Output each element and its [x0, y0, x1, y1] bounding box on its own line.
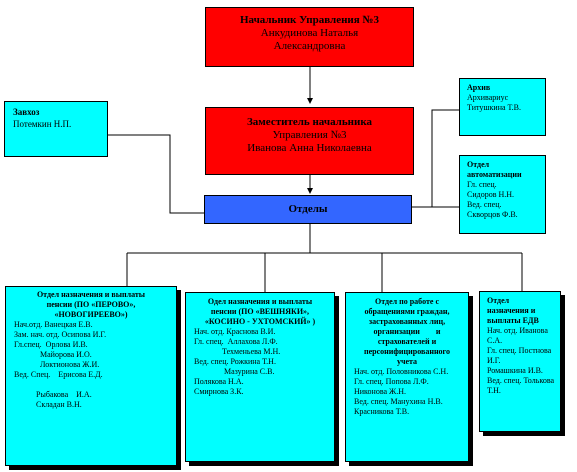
dept-3-line: Нач. отд. Половникова С.Н. [354, 367, 449, 376]
deputy-title: Заместитель начальника [247, 116, 372, 128]
archive-role: Архивариус [467, 93, 509, 102]
dept-1-line: Гл.спец. Орлова И.В. [14, 340, 88, 349]
dept-1-title: «НОВОГИРЕЕВО») [54, 310, 128, 319]
archive-name: Титушкина Т.В. [467, 103, 521, 112]
automation-line: Сидоров Н.Н. [467, 190, 515, 199]
dept-1-box: Отдел назначения и выплаты пенсии (ПО «П… [5, 286, 177, 466]
dept-3-line: Вед. спец. Манухина Н.В. [354, 397, 443, 406]
dept-3-title: учета [396, 357, 418, 366]
dept-1-line: Складан В.Н. [14, 400, 82, 409]
departments-box: Отделы [204, 195, 412, 224]
chief-title: Начальник Управления №3 [239, 14, 380, 26]
supply-box: Завхоз Потемкин Н.П. [4, 101, 108, 157]
dept-2-line: Нач. отд. Краснова В.И. [194, 327, 276, 336]
automation-line: Скворцов Ф.В. [467, 210, 518, 219]
dept-1-line: Майорова И.О. [14, 350, 92, 359]
supply-name: Потемкин Н.П. [13, 119, 72, 129]
dept-3-title: обращениями граждан, [364, 307, 450, 316]
supply-title: Завхоз [13, 107, 40, 117]
dept-1-line [14, 380, 168, 390]
dept-2-title: «КОСИНО - УХТОМСКИЙ» ) [204, 317, 316, 326]
automation-box: Отдел автоматизации Гл. спец. Сидоров Н.… [459, 155, 546, 234]
dept-4-line: Гл. спец. Постнова [487, 346, 552, 355]
dept-2-line: Вед. спец. Рожкина Т.Н. [194, 357, 276, 366]
dept-2-line: Полякова Н.А. [194, 377, 244, 386]
chief-name-line2: Александровна [273, 40, 346, 52]
dept-2-title: пенсии (ПО «ВЕШНЯКИ», [210, 307, 310, 316]
dept-2-line: Гл. спец. Аллахова Л.Ф. [194, 337, 278, 346]
dept-2-line: Смирнова З.К. [194, 387, 244, 396]
dept-3-title: застрахованных лиц, [368, 317, 446, 326]
dept-2-box: Одел назначения и выплаты пенсии (ПО «ВЕ… [185, 292, 335, 462]
dept-1-line: Зам. нач. отд. Осипова И.Г. [14, 330, 107, 339]
dept-2-line: Техменьева М.Н. [194, 347, 281, 356]
dept-4-box: Отдел назначения и выплаты ЕДВ Нач. отд.… [479, 291, 561, 432]
dept-4-title: выплаты ЕДВ [487, 316, 539, 325]
dept-1-line: Рыбакова И.А. [14, 390, 92, 399]
archive-box: Архив Архивариус Титушкина Т.В. [459, 78, 546, 136]
dept-4-line: С.А. [487, 336, 503, 345]
dept-3-title: страхователей и [377, 337, 437, 346]
automation-line: Гл. спец. [467, 180, 497, 189]
dept-4-line: Ромашкина И.В. [487, 366, 543, 375]
departments-label: Отделы [288, 203, 328, 215]
dept-3-box: Отдел по работе с обращениями граждан, з… [345, 292, 469, 462]
automation-title-line2: автоматизации [467, 170, 522, 179]
dept-3-line: Никонова Ж.Н. [354, 387, 406, 396]
deputy-box: Заместитель начальника Управления №3 Ива… [205, 107, 414, 175]
dept-1-line: Нач.отд. Ванецкая Е.В. [14, 320, 93, 329]
deputy-subtitle: Управления №3 [272, 129, 347, 141]
dept-3-title: Отдел по работе с [374, 297, 439, 306]
chief-box: Начальник Управления №3 Анкудинова Натал… [205, 7, 414, 67]
dept-4-line: И.Г. [487, 356, 501, 365]
chief-name-line1: Анкудинова Наталья [260, 27, 359, 39]
dept-3-title: персонифицированного [364, 347, 450, 356]
dept-1-line: Вед. Спец. Ерисова Е.Д. [14, 370, 103, 379]
dept-4-line: Нач. отд. Иванова [487, 326, 548, 335]
dept-4-line: Т.Н. [487, 386, 501, 395]
archive-title: Архив [467, 83, 491, 92]
dept-4-title: назначения и [487, 306, 536, 315]
dept-3-title: организации и [373, 327, 441, 336]
dept-1-title: Отдел назначения и выплаты [36, 290, 146, 299]
dept-3-line: Гл. спец. Попова Л.Ф. [354, 377, 429, 386]
dept-1-title: пенсии (ПО «ПЕРОВО», [46, 300, 136, 309]
automation-line: Вед. спец. [467, 200, 502, 209]
dept-2-title: Одел назначения и выплаты [207, 297, 313, 306]
automation-title-line1: Отдел [467, 160, 490, 169]
dept-4-line: Вед. спец. Толькова [487, 376, 555, 385]
dept-4-title: Отдел [487, 296, 510, 305]
dept-3-line: Красникова Т.В. [354, 407, 410, 416]
dept-1-line: Локтионова Ж.И. [14, 360, 100, 369]
deputy-name: Иванова Анна Николаевна [247, 142, 372, 154]
dept-2-line: Мазурина С.В. [194, 367, 275, 376]
